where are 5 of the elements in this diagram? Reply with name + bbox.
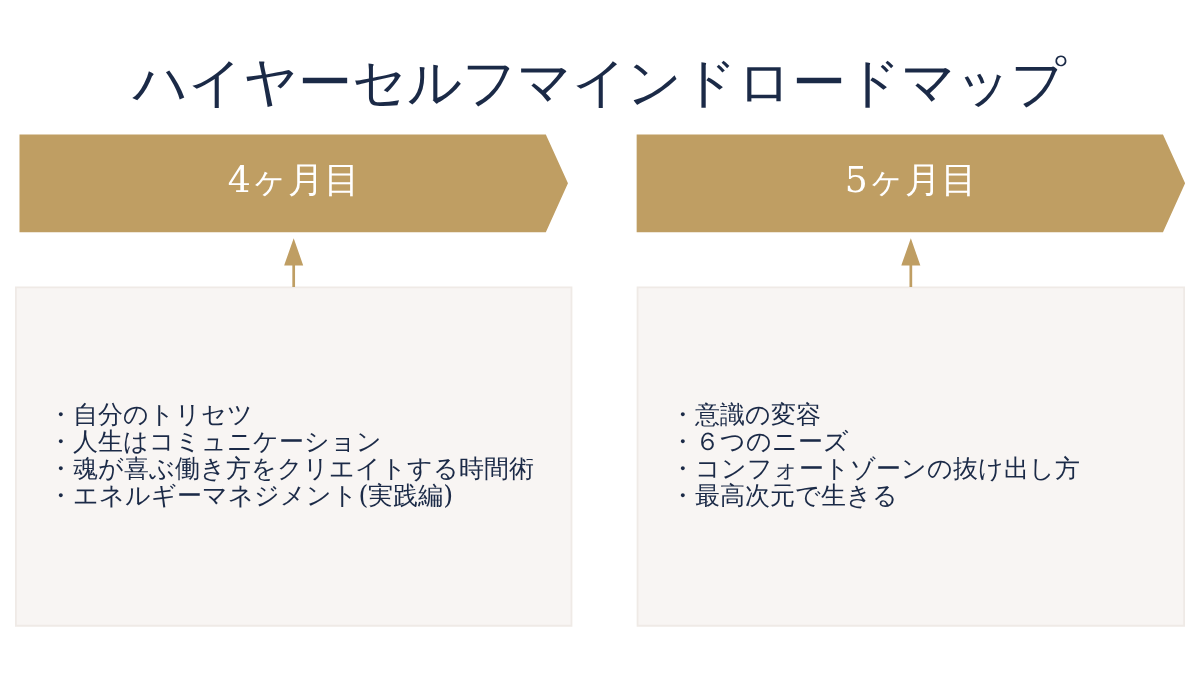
node-box: ・自分のトリセツ ・人生はコミュニケーション ・魂が喜ぶ働き方をクリエイトする時間術 ・エネルギーマネジメント(実践編) xyxy=(14,285,573,627)
node-box: ・意識の変容 ・６つのニーズ ・コンフォートゾーンの抜け出し方 ・最高次元で生きる xyxy=(636,285,1186,627)
arrow xyxy=(901,237,921,287)
arrow xyxy=(284,237,304,287)
diagram-title: ハイヤーセルフマインドロードマップ xyxy=(133,50,1067,114)
